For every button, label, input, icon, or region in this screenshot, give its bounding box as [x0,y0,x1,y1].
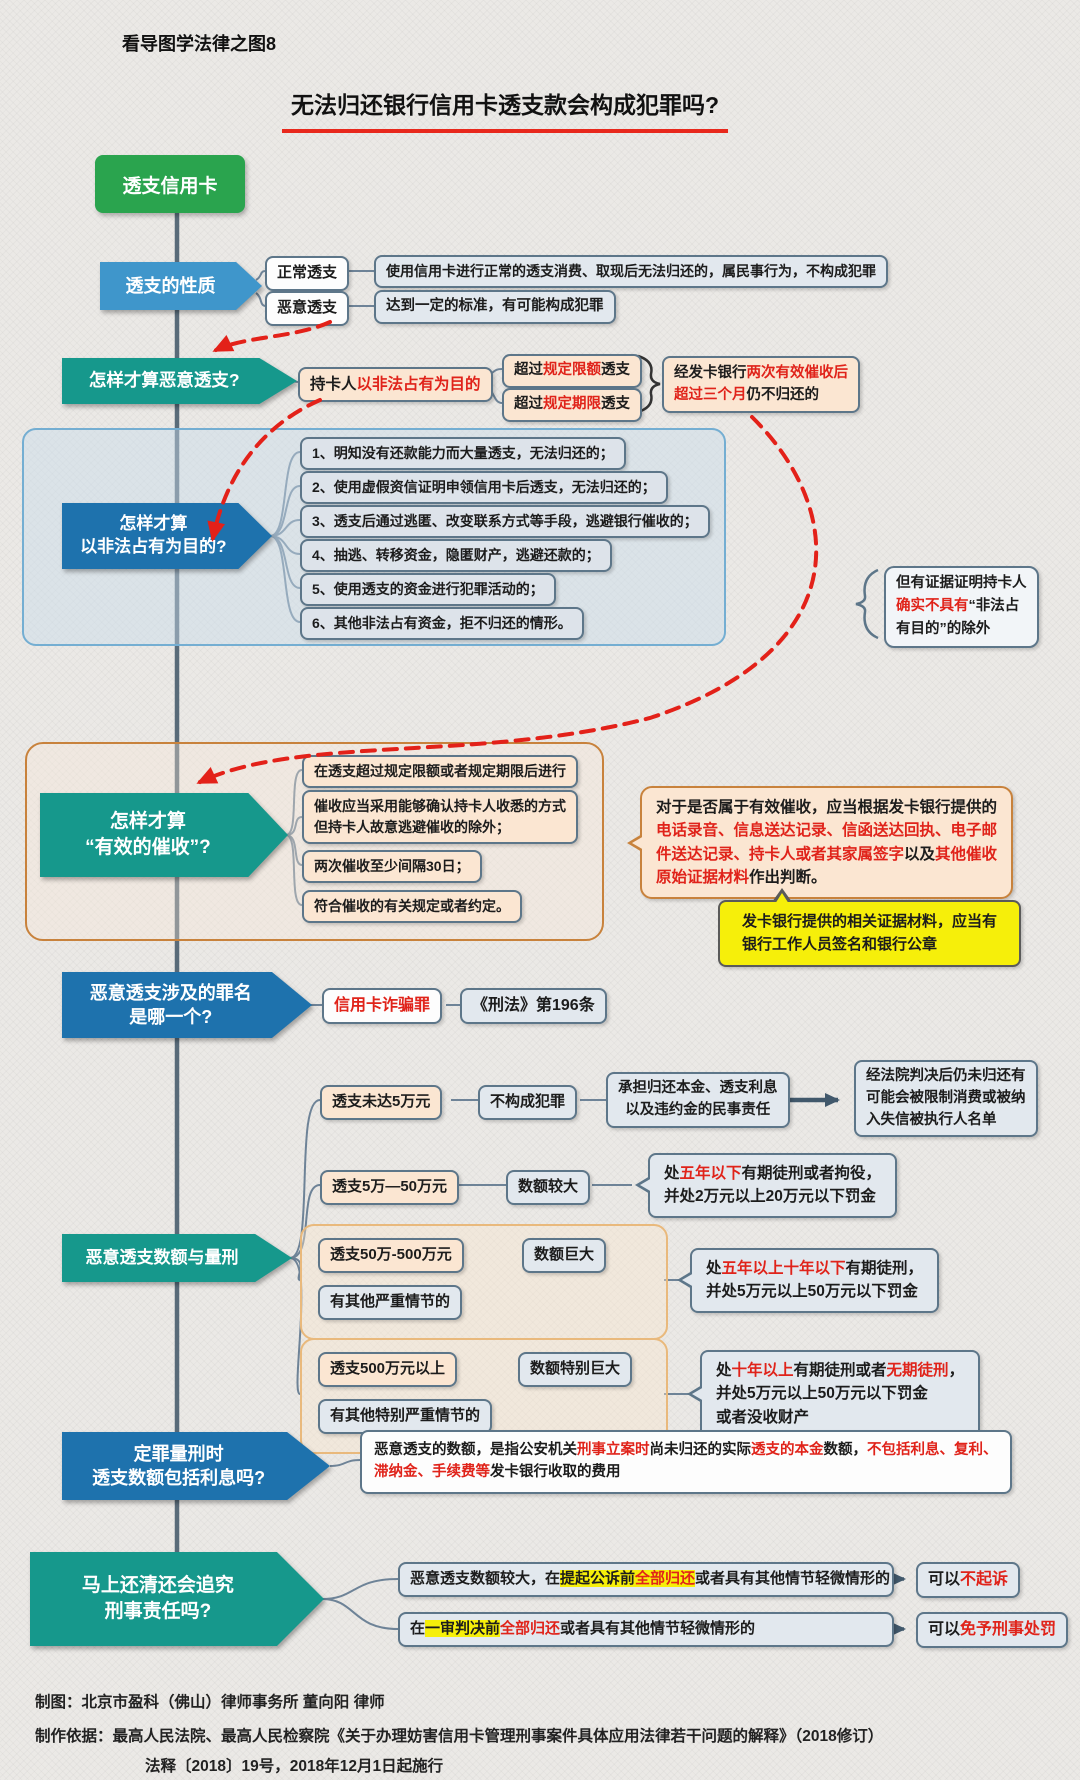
node-repay-immediately-line2: 刑事责任吗? [104,1601,212,1622]
effective-collection-item: 在透支超过规定限额或者规定期限后进行 [302,755,578,788]
level-large: 数额较大 [506,1170,591,1205]
illegal-purpose-item: 4、抽逃、转移资金，隐匿财产，逃避还款的； [300,539,612,572]
holder-illegal-purpose-box: 持卡人以非法占有为目的 [298,367,493,403]
page-title: 无法归还银行信用卡透支款会构成犯罪吗? [290,92,720,118]
illegal-purpose-item: 1、明知没有还款能力而大量透支，无法归还的； [300,437,626,470]
amount-under-50k: 透支未达5万元 [320,1085,443,1120]
effective-collection-item: 符合催收的有关规定或者约定。 [302,890,522,923]
footer-basis: 制作依据：最高人民法院、最高人民检察院《关于办理妨害信用卡管理刑事案件具体应用法… [35,1728,884,1745]
level-huge: 数额巨大 [522,1238,607,1273]
red-arrow-to-malicious [212,320,332,352]
node-effective-collection-line1: 怎样才算 [109,811,186,833]
node-what-is-malicious: 怎样才算恶意透支? [62,358,297,404]
node-effective-collection: 怎样才算 “有效的催收”? [40,793,288,877]
effective-judge-box: 对于是否属于有效催收，应当根据发卡银行提供的电话录音、信息送达记录、信函送达回执… [626,786,1014,899]
result-no-punishment-box: 可以免予刑事处罚 [916,1612,1069,1648]
penalty-box-especially-huge: 处十年以上有期徒刑或者无期徒刑，并处5万元以上50万元以下罚金或者没收财产 [686,1350,981,1438]
node-repay-immediately: 马上还清还会追究 刑事责任吗? [30,1552,324,1646]
root-node: 透支信用卡 [95,155,245,213]
malicious-overdraft-desc: 达到一定的标准，有可能构成犯罪 [374,290,616,324]
node-illegal-purpose: 怎样才算 以非法占有为目的? [62,503,272,569]
malicious-overdraft-label: 恶意透支 [265,291,350,326]
title-underline [282,129,728,133]
verdict-no-crime: 不构成犯罪 [478,1085,578,1120]
node-crime-name-line2: 是哪一个? [129,1007,213,1027]
curly-brace-left [855,568,879,640]
effective-collection-item: 催收应当采用能够确认持卡人收悉的方式但持卡人故意逃避催收的除外； [302,790,578,844]
node-overdraft-nature: 透支的性质 [100,262,262,310]
node-repay-immediately-line1: 马上还清还会追究 [81,1575,234,1597]
result-no-prosecution-box: 可以不起诉 [916,1562,1021,1598]
node-interest-included: 定罪量刑时 透支数额包括利息吗? [62,1432,330,1500]
over-limit-box: 超过规定限额透支 [502,354,642,388]
amount-500k-5m: 透支50万-500万元 [318,1238,464,1273]
root-node-label: 透支信用卡 [122,175,218,197]
node-amount-sentencing: 恶意透支数额与量刑 [62,1234,292,1282]
amount-50k-500k: 透支5万—50万元 [320,1170,460,1205]
series-label: 看导图学法律之图8 [122,34,277,54]
node-illegal-purpose-line2: 以非法占有为目的? [80,537,227,556]
amount-over-5m: 透支500万元以上 [318,1352,458,1387]
footer-credit: 制图：北京市盈科（佛山）律师事务所 董向阳 律师 [35,1694,385,1711]
footer-law-number: 法释〔2018〕19号，2018年12月1日起施行 [145,1758,444,1775]
court-consequence-box: 经法院判决后仍未归还有可能会被限制消费或被纳入失信被执行人名单 [854,1060,1038,1138]
penalty-box-huge: 处五年以上十年以下有期徒刑，并处5万元以上50万元以下罚金 [676,1248,940,1313]
normal-overdraft-desc: 使用信用卡进行正常的透支消费、取现后无法归还的，属民事行为，不构成犯罪 [374,255,888,288]
illegal-purpose-item: 5、使用透支的资金进行犯罪活动的； [300,573,556,606]
illegal-purpose-item: 2、使用虚假资信证明申领信用卡后透支，无法归还的； [300,471,668,504]
node-illegal-purpose-line1: 怎样才算 [119,514,188,534]
principal-definition-box: 恶意透支的数额，是指公安机关刑事立案时尚未归还的实际透支的本金数额，不包括利息、… [360,1430,1012,1494]
law-article-box: 《刑法》第196条 [460,988,607,1024]
crime-box: 信用卡诈骗罪 [322,988,443,1024]
extra-serious-box: 有其他严重情节的 [318,1285,463,1320]
node-crime-name: 恶意透支涉及的罪名 是哪一个? [62,972,312,1038]
repay-before-prosecution-box: 恶意透支数额较大，在提起公诉前全部归还或者具有其他情节轻微情形的 [398,1562,894,1597]
repay-before-judgment-box: 在一审判决前全部归还或者具有其他情节轻微情形的 [398,1612,894,1647]
node-crime-name-line1: 恶意透支涉及的罪名 [89,982,252,1003]
normal-overdraft-label: 正常透支 [265,256,350,291]
bank-evidence-note: 发卡银行提供的相关证据材料，应当有银行工作人员签名和银行公章 [718,888,1022,967]
node-overdraft-nature-label: 透支的性质 [125,275,216,296]
node-interest-included-line1: 定罪量刑时 [133,1443,224,1464]
extra-especially-serious-box: 有其他特别严重情节的 [318,1399,493,1434]
collection-condition-box: 经发卡银行两次有效催收后超过三个月仍不归还的 [662,356,860,413]
effective-collection-item: 两次催收至少间隔30日； [302,850,482,883]
penalty-box-large: 处五年以下有期徒刑或者拘役，并处2万元以上20万元以下罚金 [634,1153,898,1218]
node-what-is-malicious-label: 怎样才算恶意透支? [88,370,240,391]
illegal-purpose-item: 6、其他非法占有资金，拒不归还的情形。 [300,607,584,640]
node-effective-collection-line2: “有效的催收”? [85,837,211,858]
illegal-purpose-item: 3、透支后通过逃匿、改变联系方式等手段，逃避银行催收的； [300,505,710,538]
civil-liability-box: 承担归还本金、透支利息以及违约金的民事责任 [606,1072,790,1128]
exception-box: 但有证据证明持卡人确实不具有“非法占有目的”的除外 [884,566,1039,648]
level-especially-huge: 数额特别巨大 [518,1352,633,1387]
node-amount-sentencing-label: 恶意透支数额与量刑 [85,1247,239,1267]
node-interest-included-line2: 透支数额包括利息吗? [92,1468,266,1488]
over-term-box: 超过规定期限透支 [502,388,642,422]
